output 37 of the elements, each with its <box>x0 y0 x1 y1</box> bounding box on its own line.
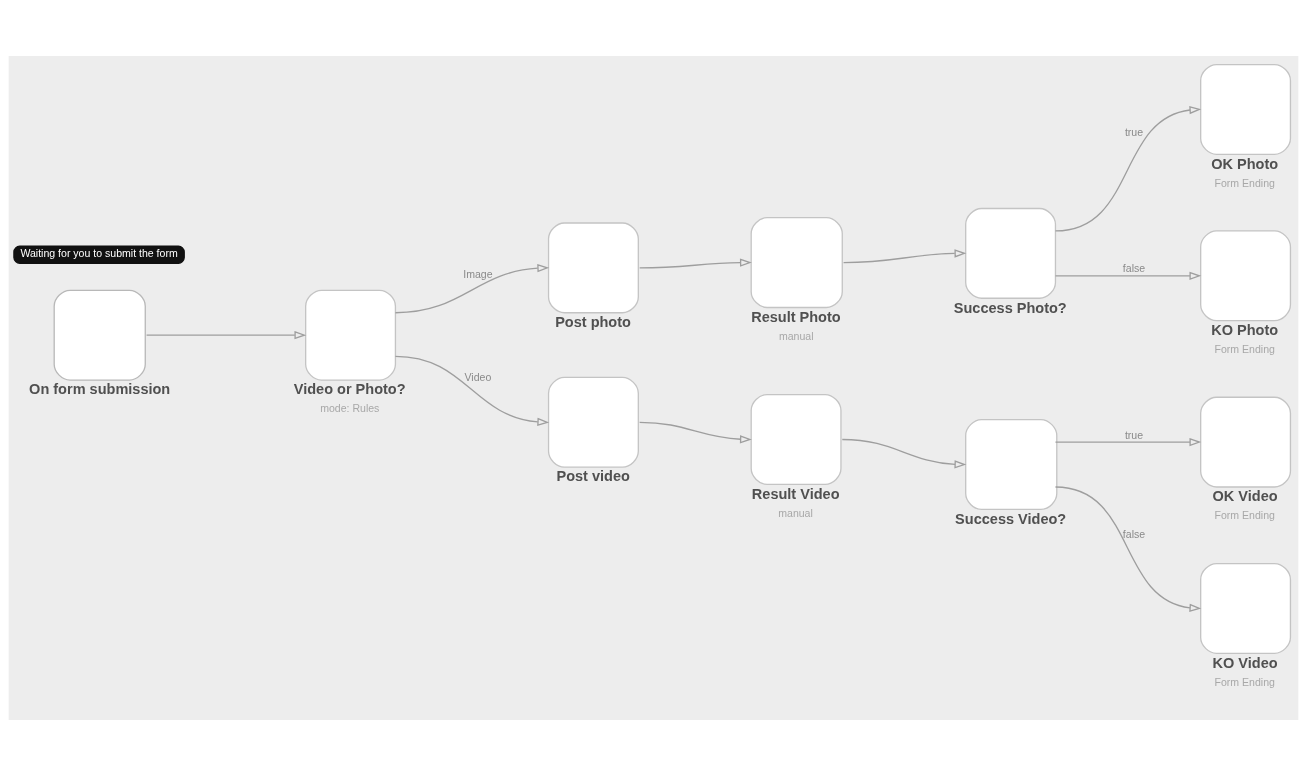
node-label: OK Photo <box>1211 155 1279 172</box>
arrow <box>1054 485 1202 612</box>
edge-label: false <box>1122 261 1146 274</box>
node-label: Waiting for you to submit the form <box>20 246 178 259</box>
node-label: manual <box>778 506 813 519</box>
edge-label: false <box>1122 527 1146 540</box>
arrow <box>394 355 550 426</box>
node-label: Result Video <box>751 485 840 502</box>
arrow <box>394 263 550 313</box>
arrow <box>639 258 752 269</box>
node-label: KO Photo <box>1211 321 1279 338</box>
node-label: Success Video? <box>955 510 1067 527</box>
node-label: Video or Photo? <box>293 380 406 397</box>
node-label: OK Video <box>1212 487 1278 504</box>
node-label: Form Ending <box>1214 508 1275 521</box>
arrow <box>639 421 752 443</box>
edge-label: true <box>1124 428 1144 441</box>
node-label: KO Video <box>1212 654 1278 671</box>
edge-label: Image <box>463 267 493 280</box>
arrow <box>842 248 967 263</box>
node-label: manual <box>778 329 814 342</box>
arrow <box>145 330 307 339</box>
node-label: Form Ending <box>1214 176 1275 189</box>
node-label: Result Photo <box>751 308 841 325</box>
node-label: On form submission <box>29 380 171 397</box>
node-label: Post video <box>556 467 630 484</box>
arrow <box>1054 437 1202 446</box>
node-label: mode: Rules <box>320 401 380 414</box>
node-label: Form Ending <box>1214 675 1275 688</box>
node-label: Post photo <box>555 313 631 330</box>
edge-label: true <box>1124 125 1144 138</box>
arrow <box>1054 105 1202 232</box>
arrow <box>841 438 967 468</box>
edge-label: Video <box>464 370 492 383</box>
node-label: Form Ending <box>1214 342 1275 355</box>
arrow <box>1054 271 1202 280</box>
node-label: Success Photo? <box>953 298 1067 315</box>
